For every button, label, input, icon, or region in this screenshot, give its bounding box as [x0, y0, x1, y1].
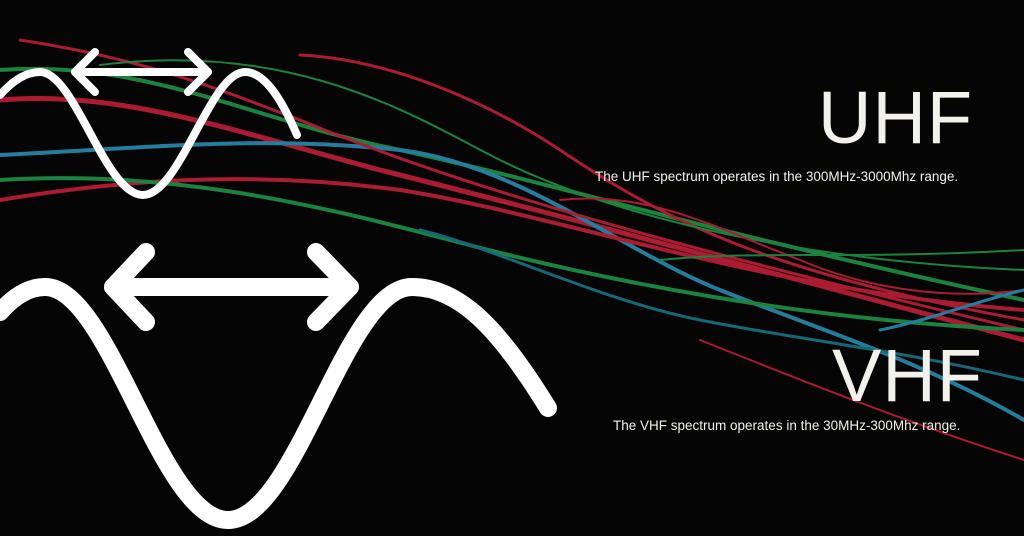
large-double-headed-arrow-icon: [104, 243, 359, 331]
uhf-description: The UHF spectrum operates in the 300MHz-…: [595, 169, 959, 184]
uhf-heading: UHF: [818, 76, 974, 159]
small-double-headed-arrow-icon: [71, 48, 212, 96]
vhf-heading: VHF: [832, 334, 983, 417]
sine-wave-long-wavelength-icon: [0, 278, 557, 529]
sine-wave-short-wavelength-icon: [0, 68, 301, 199]
vhf-description: The VHF spectrum operates in the 30MHz-3…: [613, 418, 961, 433]
